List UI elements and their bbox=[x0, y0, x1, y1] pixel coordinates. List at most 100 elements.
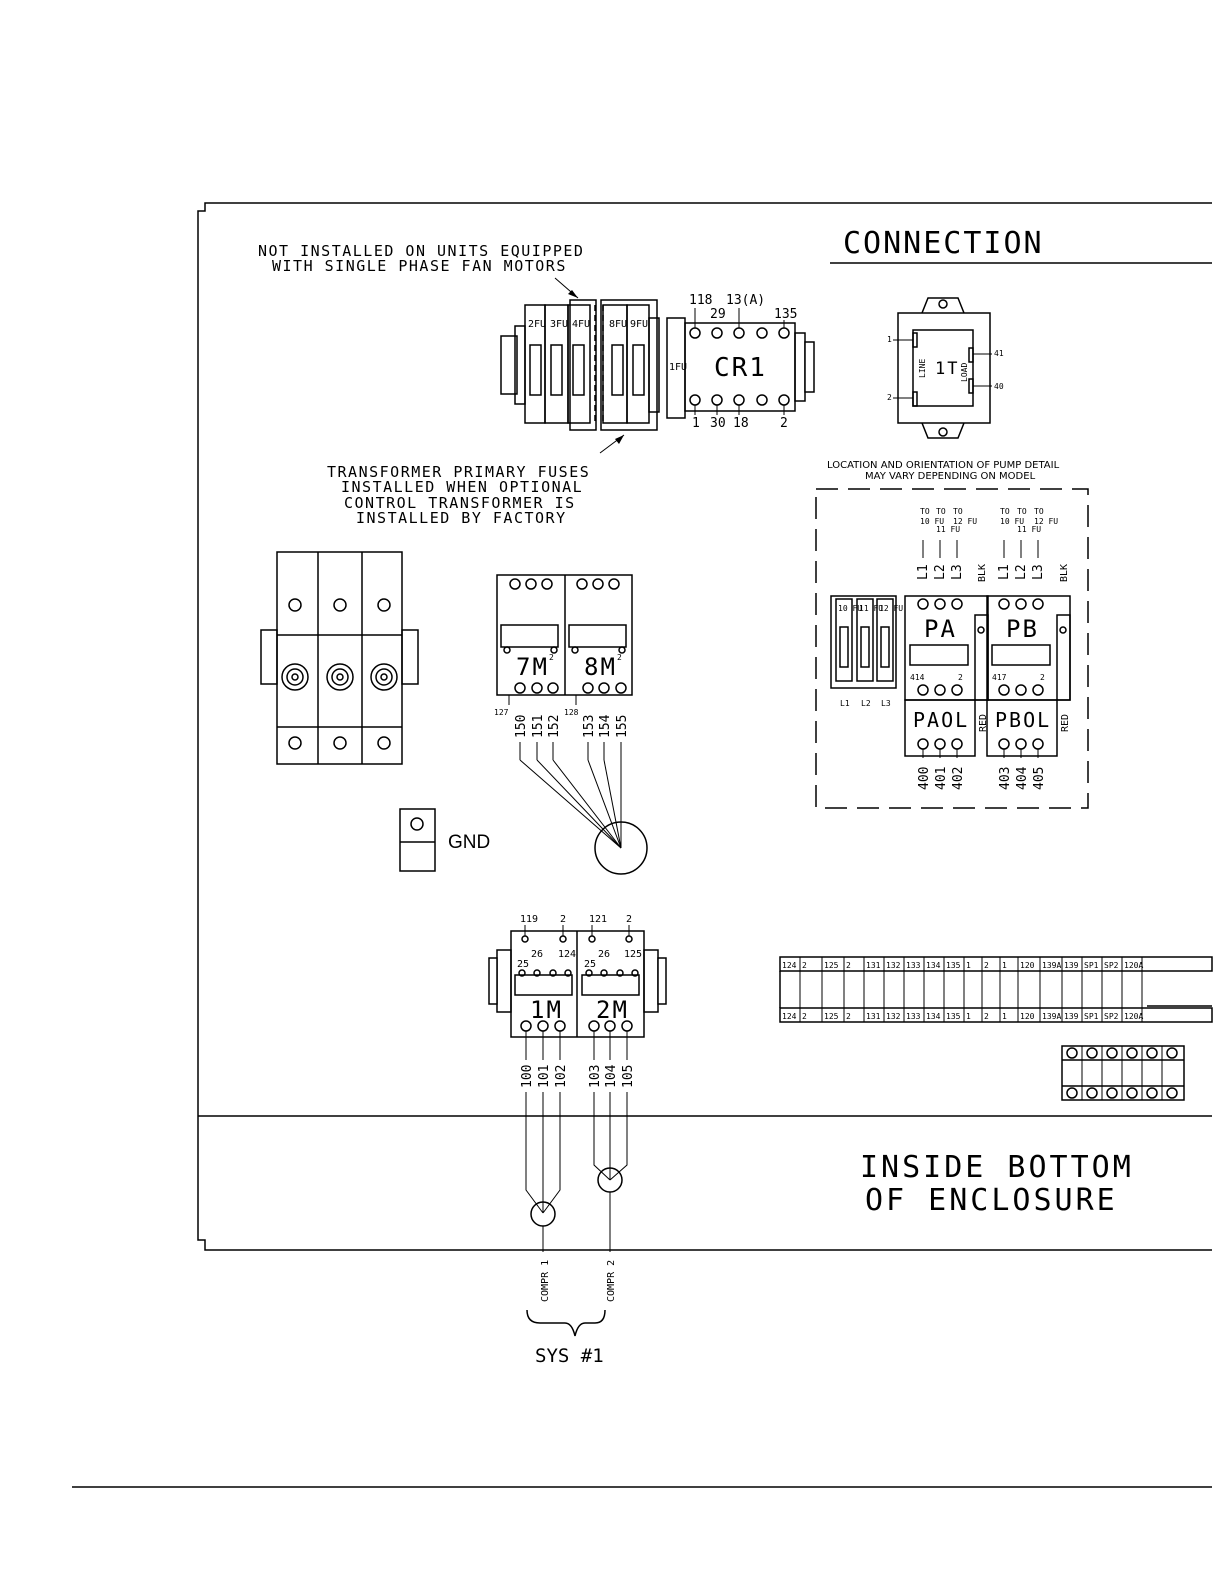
note-mid-line3: CONTROL TRANSFORMER IS bbox=[344, 494, 576, 512]
terminal-label-bottom-13: 139A bbox=[1042, 1012, 1061, 1021]
transformer-name: 1T bbox=[935, 359, 959, 379]
2m-aux-26: 26 bbox=[598, 949, 610, 960]
terminal-label-bottom-0: 124 bbox=[782, 1012, 797, 1021]
2m-aux-125: 125 bbox=[624, 949, 642, 960]
terminal-label-bottom-16: SP2 bbox=[1104, 1012, 1119, 1021]
2m-top-121: 121 bbox=[589, 914, 607, 925]
terminal-label-top-10: 2 bbox=[984, 961, 989, 970]
terminal-label-bottom-14: 139 bbox=[1064, 1012, 1079, 1021]
terminal-label-top-2: 125 bbox=[824, 961, 839, 970]
transformer-term-2: 2 bbox=[887, 393, 892, 402]
cr1-bottom-2: 2 bbox=[780, 416, 788, 431]
system-brace bbox=[526, 1309, 606, 1337]
pa-l1: L1 bbox=[916, 564, 931, 580]
wire-403: 403 bbox=[998, 767, 1013, 790]
wire-152: 152 bbox=[547, 715, 562, 738]
pump-fuse-10: 10 FU bbox=[838, 604, 862, 613]
transformer-term-40: 40 bbox=[994, 382, 1004, 391]
contactor-7m: 7M bbox=[516, 653, 549, 681]
terminal-label-top-7: 134 bbox=[926, 961, 941, 970]
terminal-label-top-16: SP2 bbox=[1104, 961, 1119, 970]
wire-153: 153 bbox=[582, 715, 597, 738]
section-title: CONNECTION bbox=[843, 226, 1044, 261]
pb-aux-2: 2 bbox=[1040, 673, 1045, 682]
pump-note-line1: LOCATION AND ORIENTATION OF PUMP DETAIL bbox=[827, 460, 1060, 471]
terminal-label-top-11: 1 bbox=[1002, 961, 1007, 970]
terminal-label-top-8: 135 bbox=[946, 961, 961, 970]
terminal-label-bottom-11: 1 bbox=[1002, 1012, 1007, 1021]
wire-150: 150 bbox=[514, 715, 529, 738]
2m-aux-25: 25 bbox=[584, 959, 596, 970]
pb-l1: L1 bbox=[997, 564, 1012, 580]
pump-to-6: TO bbox=[1034, 507, 1044, 516]
terminal-label-top-6: 133 bbox=[906, 961, 921, 970]
fan-contactors: 7M 8M 2 2 127 128 150 151 152 153 154 15… bbox=[494, 574, 648, 875]
wire-101: 101 bbox=[537, 1065, 552, 1088]
wire-151: 151 bbox=[531, 715, 546, 738]
1m-aux-124: 124 bbox=[558, 949, 576, 960]
pump-fuse-l1: L1 bbox=[840, 699, 850, 708]
7m-aux-127: 127 bbox=[494, 708, 509, 717]
bottom-label-line1: INSIDE BOTTOM bbox=[860, 1150, 1134, 1185]
pb-l2: L2 bbox=[1014, 564, 1029, 580]
transformer-term-1: 1 bbox=[887, 335, 892, 344]
pump-to-1: TO bbox=[920, 507, 930, 516]
fuse-block: 2FU 3FU 4FU 8FU 9FU 1FU bbox=[500, 299, 687, 431]
terminal-screw bbox=[1166, 1087, 1178, 1099]
cr1-top-135: 135 bbox=[774, 307, 797, 322]
pa-blk: BLK bbox=[977, 564, 988, 582]
wire-404: 404 bbox=[1015, 766, 1030, 790]
pump-fuse-11: 11 FU bbox=[859, 604, 883, 613]
terminal-label-top-17: 120A bbox=[1124, 961, 1143, 970]
pump-fuse-l3: L3 bbox=[881, 699, 891, 708]
note-mid-arrow bbox=[599, 434, 625, 454]
1m-aux-26: 26 bbox=[531, 949, 543, 960]
fuse-3fu: 3FU bbox=[550, 319, 568, 330]
terminal-screw bbox=[1106, 1047, 1118, 1059]
pump-pa: PA bbox=[924, 615, 957, 643]
wire-103: 103 bbox=[588, 1065, 603, 1088]
wire-400: 400 bbox=[917, 767, 932, 790]
pump-pbol: PBOL bbox=[995, 708, 1051, 732]
1m-top-119: 119 bbox=[520, 914, 538, 925]
1m-top-2: 2 bbox=[560, 914, 566, 925]
note-mid-line4: INSTALLED BY FACTORY bbox=[356, 509, 567, 527]
wire-155: 155 bbox=[615, 715, 630, 738]
pa-l2: L2 bbox=[933, 564, 948, 580]
terminal-label-bottom-7: 134 bbox=[926, 1012, 941, 1021]
8m-aux-small: 2 bbox=[617, 653, 622, 662]
pump-to-fu-b2: 11 FU bbox=[1017, 525, 1041, 534]
transformer-term-41: 41 bbox=[994, 349, 1004, 358]
terminal-label-top-15: SP1 bbox=[1084, 961, 1099, 970]
fuse-8fu: 8FU bbox=[609, 319, 627, 330]
note-top-arrow bbox=[554, 277, 579, 299]
pump-fuse-l2: L2 bbox=[861, 699, 871, 708]
wire-405: 405 bbox=[1032, 767, 1047, 790]
wire-102: 102 bbox=[554, 1065, 569, 1088]
bottom-label-line2: OF ENCLOSURE bbox=[865, 1183, 1118, 1218]
pump-note-line2: MAY VARY DEPENDING ON MODEL bbox=[865, 471, 1036, 482]
cr1-top-13a: 13(A) bbox=[726, 293, 765, 308]
pump-paol: PAOL bbox=[913, 708, 969, 732]
pump-to-fu-a2: 11 FU bbox=[936, 525, 960, 534]
wire-105: 105 bbox=[621, 1065, 636, 1088]
terminal-label-top-1: 2 bbox=[802, 961, 807, 970]
terminal-label-bottom-12: 120 bbox=[1020, 1012, 1035, 1021]
pump-to-fu-b3: 12 FU bbox=[1034, 517, 1058, 526]
pump-pb: PB bbox=[1006, 615, 1039, 643]
transformer-line-label: LINE bbox=[918, 359, 927, 378]
cr1-bottom-1: 1 bbox=[692, 416, 700, 431]
compressor-1-label: COMPR 1 bbox=[540, 1260, 551, 1302]
wire-401: 401 bbox=[934, 767, 949, 790]
pa-red: RED bbox=[978, 714, 989, 732]
terminal-screw bbox=[1086, 1087, 1098, 1099]
terminal-label-bottom-2: 125 bbox=[824, 1012, 839, 1021]
note-mid-line2: INSTALLED WHEN OPTIONAL bbox=[341, 478, 583, 496]
cr1-bottom-18: 18 bbox=[733, 416, 749, 431]
compressor-2-label: COMPR 2 bbox=[606, 1260, 617, 1302]
terminal-screw bbox=[1126, 1047, 1138, 1059]
terminal-label-top-14: 139 bbox=[1064, 961, 1079, 970]
terminal-screw bbox=[1126, 1087, 1138, 1099]
fuse-2fu: 2FU bbox=[528, 319, 546, 330]
